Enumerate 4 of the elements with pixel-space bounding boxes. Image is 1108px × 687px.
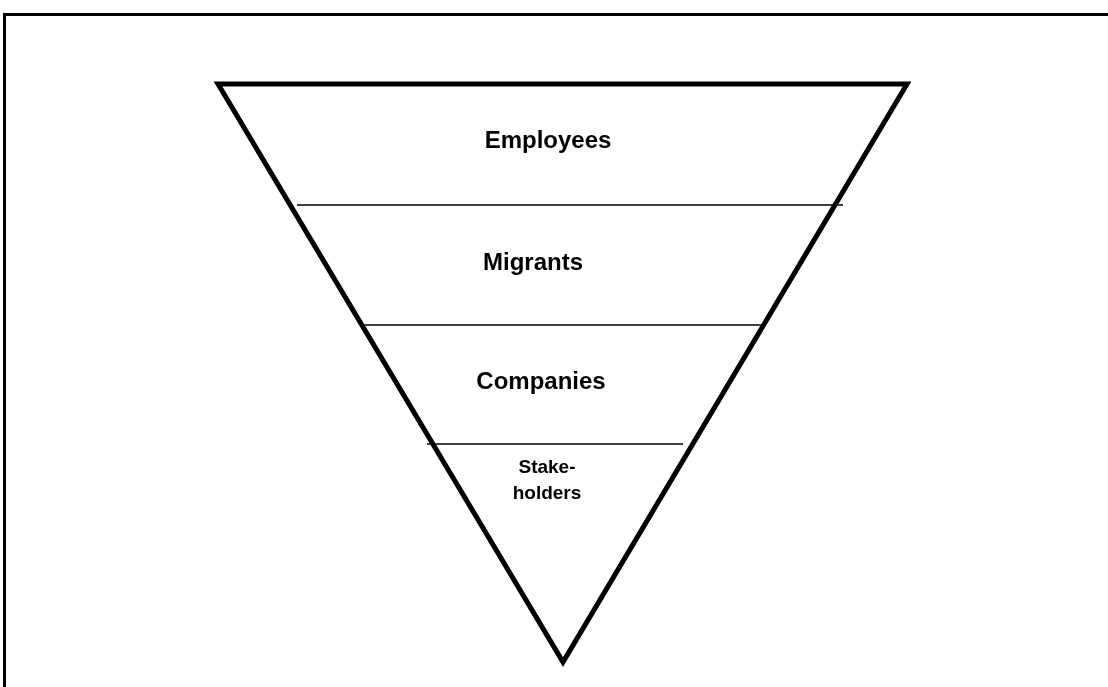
pyramid-tier-label: Employees (448, 100, 648, 180)
pyramid-tier-label: Companies (446, 341, 636, 421)
pyramid-tier-label: Migrants (443, 222, 623, 302)
pyramid-tier-label: Stake- holders (502, 440, 592, 520)
